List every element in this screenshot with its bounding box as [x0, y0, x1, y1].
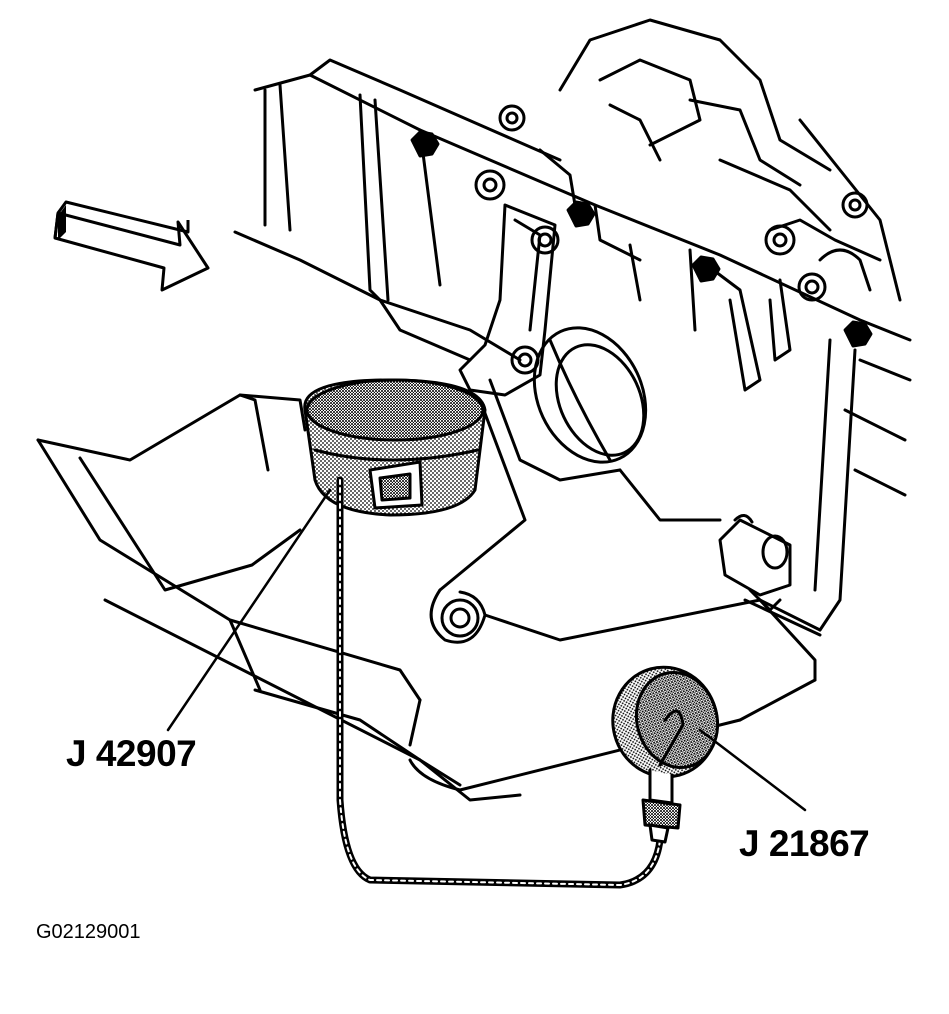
oil-pressure-gauge [611, 665, 720, 844]
callout-label-j42907: J 42907 [66, 733, 197, 774]
oil-pan [233, 230, 912, 722]
callout-leader-j21867 [698, 728, 807, 812]
cylinder-head [253, 18, 912, 392]
head-bolts [410, 130, 873, 348]
mount-bracket [458, 203, 557, 397]
oil-filter-adapter-tool [303, 378, 487, 517]
sending-unit-boss [718, 514, 792, 612]
callout-label-j21867: J 21867 [739, 823, 870, 864]
gauge-hose-core [339, 479, 661, 886]
bosses [440, 104, 869, 638]
callout-leader-j42907 [166, 488, 332, 732]
figure-id: G02129001 [36, 921, 141, 943]
view-direction-arrow-icon [53, 200, 210, 292]
crankshaft-seal [532, 326, 648, 464]
